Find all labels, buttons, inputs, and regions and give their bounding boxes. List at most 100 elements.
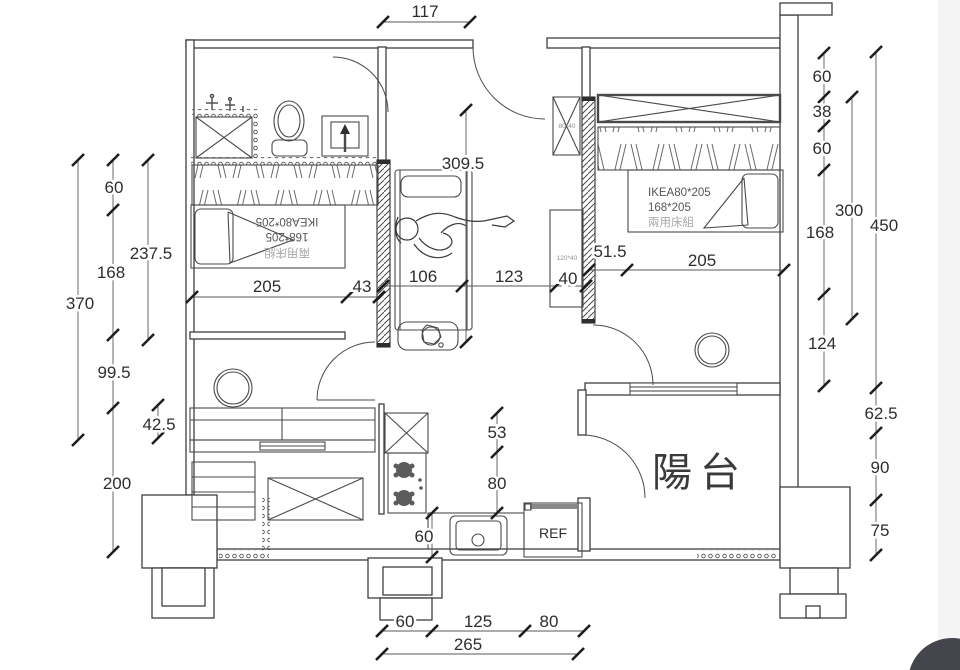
- dim-mid-205a: 205: [253, 277, 281, 296]
- dim-right-168: 168: [806, 223, 834, 242]
- kitchen: [384, 412, 583, 558]
- living-room: [189, 341, 376, 550]
- washbasin-unit: [397, 321, 459, 351]
- duct-small-label: 80*40: [559, 123, 576, 130]
- dim-left-237-5: 237.5: [130, 244, 173, 263]
- bed-right-spec-2: 168*205: [648, 202, 691, 214]
- dim-left-60: 60: [105, 178, 124, 197]
- dim-left-200: 200: [103, 474, 131, 493]
- dim-kitchen-53: 53: [488, 423, 507, 442]
- door-arc-entry: [472, 46, 546, 120]
- door-arc-right-room: [592, 324, 654, 386]
- side-shelf: [191, 461, 256, 521]
- right-bedroom: [592, 93, 784, 386]
- dim-right-75: 75: [871, 521, 890, 540]
- bathroom: [192, 56, 389, 159]
- structural-columns: [141, 486, 851, 621]
- blanket-right: [702, 177, 749, 229]
- overhead-cabinet-x: [597, 94, 781, 123]
- dim-kitchen-80: 80: [488, 474, 507, 493]
- column-bottom-middle: [367, 557, 443, 621]
- blanket-left: [227, 211, 295, 264]
- dim-right-90: 90: [871, 458, 890, 477]
- door-arc-living: [316, 341, 376, 401]
- wall-cap: [377, 160, 390, 164]
- column-bottom-right: [779, 486, 851, 619]
- bed-right-spec-3: 兩用床組: [648, 215, 694, 229]
- overhead-cabinet-right: [596, 93, 782, 124]
- dim-bottom-60: 60: [396, 612, 415, 631]
- pillow-center: [400, 175, 462, 198]
- wall-right: [779, 14, 799, 561]
- duct-box-top: [552, 96, 581, 156]
- toilet-icon: [271, 100, 308, 157]
- wall-bath-east: [377, 46, 387, 163]
- balcony-label: 陽台: [652, 451, 748, 495]
- kitchen-counter: [427, 512, 525, 550]
- faucet-icon: [206, 93, 244, 112]
- wall-top-left: [185, 39, 474, 49]
- sink-icon: [449, 515, 508, 556]
- bed-left-text: IKEA80*205 168*205 兩用床組: [256, 215, 319, 260]
- wall-balcony-west-upper: [577, 389, 587, 436]
- wall-right-top-cap: [779, 2, 833, 16]
- dim-right-60a: 60: [813, 67, 832, 86]
- tile-strip-bath-right: [252, 117, 260, 158]
- dim-bottom-125: 125: [464, 612, 492, 631]
- stool-right-room: [694, 332, 730, 368]
- dim-mid-40: 40: [559, 269, 578, 288]
- dim-right-300: 300: [835, 201, 863, 220]
- bed-left: [190, 204, 346, 269]
- vent-strip-left: [219, 550, 269, 559]
- wall-cap: [377, 343, 390, 347]
- window-room2: [629, 382, 738, 396]
- dim-bottom-80: 80: [540, 612, 559, 631]
- shaft-box: [549, 209, 584, 308]
- page-edge-shade: [938, 0, 960, 670]
- sofa-cabinet: [189, 407, 376, 453]
- column-bottom-left: [141, 494, 218, 619]
- dim-right-124: 124: [808, 334, 836, 353]
- bed-right-text: IKEA80*205 168*205 兩用床組: [648, 187, 711, 229]
- center-room: [394, 169, 516, 351]
- dim-mid-123: 123: [495, 267, 523, 286]
- dim-bottom-265: 265: [454, 635, 482, 654]
- bed-center: [394, 169, 473, 331]
- ducts: [549, 96, 584, 308]
- fridge: [523, 502, 583, 558]
- tile-strip-living: [262, 498, 270, 550]
- dim-hall-height: 309.5: [442, 154, 485, 173]
- balcony: 陽台: [581, 434, 748, 499]
- tile-strip-bath-top: [192, 109, 260, 117]
- dim-left-total: 370: [66, 294, 94, 313]
- wall-hatched-left: [376, 159, 391, 348]
- dim-mid-51-5: 51.5: [593, 242, 626, 261]
- bed-left-spec-3: 兩用床組: [264, 246, 310, 260]
- wall-cap: [582, 97, 595, 101]
- wall-cap: [582, 319, 595, 323]
- wall-kitchen-west: [378, 403, 385, 515]
- stool-living: [213, 368, 253, 408]
- fridge-label: REF: [539, 525, 567, 541]
- washer-cabinet-x: [195, 116, 253, 159]
- dim-right-38: 38: [813, 102, 832, 121]
- dim-left-42-5: 42.5: [142, 415, 175, 434]
- wall-balcony-west-lower: [577, 497, 591, 552]
- bed-left-spec-2: 168*205: [266, 230, 309, 242]
- bed-left-spec-1: IKEA80*205: [256, 215, 319, 227]
- shower-icon: [321, 115, 369, 157]
- dim-mid-106: 106: [409, 267, 437, 286]
- vent-strip-right: [697, 550, 777, 559]
- wall-center-top: [581, 46, 591, 100]
- watermark-circle-button[interactable]: [908, 638, 960, 670]
- dim-left-99-5: 99.5: [97, 363, 130, 382]
- wardrobe-right: [597, 126, 781, 171]
- dim-left-168: 168: [97, 263, 125, 282]
- stove-icon: [387, 452, 427, 514]
- person-figure: [395, 212, 516, 259]
- dim-right-450: 450: [870, 216, 898, 235]
- dim-right-62-5: 62.5: [864, 404, 897, 423]
- tile-strip-bath-south: [191, 157, 378, 165]
